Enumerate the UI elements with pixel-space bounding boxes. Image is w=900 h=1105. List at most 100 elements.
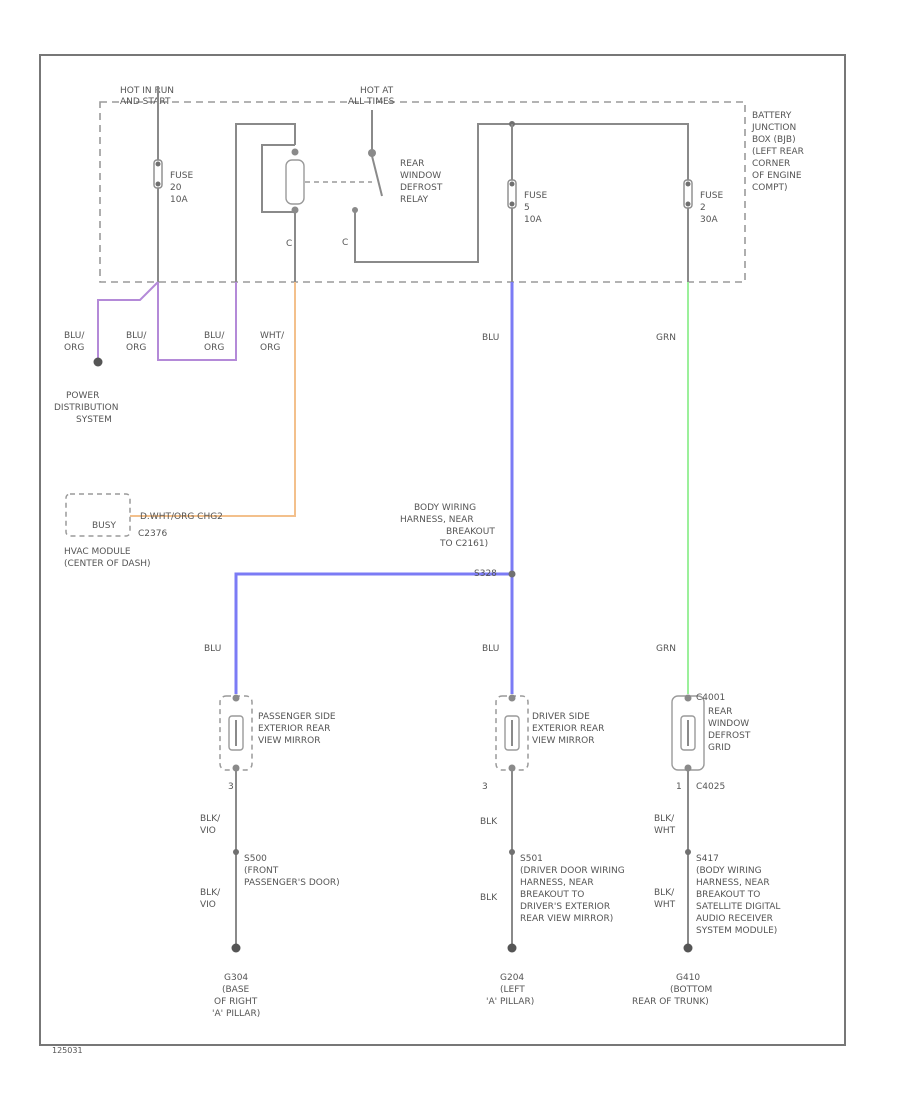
- passenger-mirror-component: [219, 694, 253, 772]
- svg-text:BLU/: BLU/: [204, 331, 225, 341]
- svg-text:WINDOW: WINDOW: [400, 171, 441, 181]
- hvac-connector-label: BUSY: [92, 521, 116, 531]
- svg-text:TO C2161): TO C2161): [439, 539, 488, 549]
- label-hot-run-2: AND START: [120, 97, 171, 107]
- splice-s328: [508, 570, 516, 578]
- svg-text:ORG: ORG: [64, 343, 84, 353]
- svg-text:DRIVER SIDE: DRIVER SIDE: [532, 712, 590, 722]
- relay-pin-c1: C: [286, 239, 292, 249]
- svg-text:AUDIO RECEIVER: AUDIO RECEIVER: [696, 914, 773, 924]
- svg-text:WHT: WHT: [654, 900, 676, 910]
- svg-text:S500: S500: [244, 854, 267, 864]
- svg-text:BOX (BJB): BOX (BJB): [752, 135, 796, 145]
- splice-s501-label: S501 (DRIVER DOOR WIRING HARNESS, NEAR B…: [520, 854, 625, 924]
- svg-text:G304: G304: [224, 973, 248, 983]
- ground-g204-terminal: [507, 943, 517, 953]
- wire-blu-org-power: [97, 281, 159, 358]
- fuse-20-label: FUSE 20 10A: [170, 171, 193, 205]
- splice-s501: [509, 849, 515, 855]
- svg-text:HVAC MODULE: HVAC MODULE: [64, 547, 131, 557]
- passenger-mirror-label: PASSENGER SIDE EXTERIOR REAR VIEW MIRROR: [258, 712, 336, 746]
- svg-text:(BOTTOM: (BOTTOM: [670, 985, 712, 995]
- driver-mirror-component: [495, 694, 529, 772]
- wire-relay-coil-feed: [235, 123, 296, 240]
- wire-label-blk-vio-1: BLK/ VIO: [200, 814, 221, 836]
- svg-text:BREAKOUT TO: BREAKOUT TO: [520, 890, 584, 900]
- svg-text:VIEW MIRROR: VIEW MIRROR: [258, 736, 321, 746]
- svg-text:CORNER: CORNER: [752, 159, 790, 169]
- relay-switch-blade: [371, 155, 383, 197]
- wire-label-grn-top: GRN: [656, 333, 676, 343]
- fuse-2-label: FUSE 2 30A: [700, 191, 723, 225]
- wire-relay-coil-loop: [261, 144, 295, 213]
- svg-text:BLK/: BLK/: [200, 814, 221, 824]
- relay-coil: [285, 159, 305, 205]
- grid-connector-label: C4025: [696, 782, 725, 792]
- svg-text:FUSE: FUSE: [700, 191, 723, 201]
- svg-text:(BODY WIRING: (BODY WIRING: [696, 866, 762, 876]
- fuse-5-label: FUSE 5 10A: [524, 191, 547, 225]
- svg-text:G410: G410: [676, 973, 700, 983]
- svg-text:POWER: POWER: [66, 391, 99, 401]
- svg-text:(CENTER OF DASH): (CENTER OF DASH): [64, 559, 151, 569]
- svg-text:S417: S417: [696, 854, 719, 864]
- svg-text:S328: S328: [474, 569, 497, 579]
- svg-text:SYSTEM: SYSTEM: [76, 415, 112, 425]
- svg-text:ORG: ORG: [260, 343, 280, 353]
- driver-mirror-label: DRIVER SIDE EXTERIOR REAR VIEW MIRROR: [532, 712, 604, 746]
- wire-label-blk-vio-2: BLK/ VIO: [200, 888, 221, 910]
- svg-text:DISTRIBUTION: DISTRIBUTION: [54, 403, 118, 413]
- relay-label: REAR WINDOW DEFROST RELAY: [400, 159, 443, 205]
- wire-label-blu-top: BLU: [482, 333, 499, 343]
- svg-text:BREAKOUT: BREAKOUT: [446, 527, 495, 537]
- svg-text:COMPT): COMPT): [752, 183, 788, 193]
- relay-switch-contact: [352, 207, 358, 213]
- svg-text:OF RIGHT: OF RIGHT: [214, 997, 258, 1007]
- ground-g410-terminal: [683, 943, 693, 953]
- relay-pin-c2: C: [342, 238, 348, 248]
- ground-g204-label: G204 (LEFT 'A' PILLAR): [486, 973, 534, 1007]
- svg-text:OF ENGINE: OF ENGINE: [752, 171, 802, 181]
- wire-label-blk-1: BLK: [480, 817, 498, 827]
- splice-s500-label: S500 (FRONT PASSENGER'S DOOR): [244, 854, 340, 888]
- rear-defrost-grid-label: C4001 REAR WINDOW DEFROST GRID: [696, 693, 751, 753]
- svg-text:REAR VIEW MIRROR): REAR VIEW MIRROR): [520, 914, 613, 924]
- svg-text:10A: 10A: [170, 195, 188, 205]
- fuse-20-dot-top: [155, 161, 161, 167]
- diagram-frame: [39, 54, 846, 1046]
- svg-text:BLK/: BLK/: [654, 814, 675, 824]
- relay-coil-term-top: [291, 148, 299, 156]
- svg-text:BLK/: BLK/: [654, 888, 675, 898]
- svg-text:ORG: ORG: [204, 343, 224, 353]
- svg-text:SYSTEM MODULE): SYSTEM MODULE): [696, 926, 777, 936]
- svg-text:DEFROST: DEFROST: [708, 731, 751, 741]
- svg-text:S501: S501: [520, 854, 543, 864]
- wire-label-blu-org-3: BLU/ ORG: [204, 331, 225, 353]
- wire-blu-org-loop: [157, 240, 237, 361]
- svg-text:DEFROST: DEFROST: [400, 183, 443, 193]
- pin-pass: 3: [228, 782, 234, 792]
- svg-text:HARNESS, NEAR: HARNESS, NEAR: [696, 878, 770, 888]
- hvac-wire-label: D.WHT/ORG CHG2: [140, 512, 223, 522]
- svg-text:(LEFT REAR: (LEFT REAR: [752, 147, 804, 157]
- hvac-pin-label: C2376: [138, 529, 167, 539]
- wire-relay-output: [354, 123, 689, 263]
- svg-text:VIO: VIO: [200, 900, 216, 910]
- svg-text:ORG: ORG: [126, 343, 146, 353]
- svg-text:DRIVER'S EXTERIOR: DRIVER'S EXTERIOR: [520, 902, 610, 912]
- svg-text:30A: 30A: [700, 215, 718, 225]
- svg-text:'A' PILLAR): 'A' PILLAR): [212, 1009, 260, 1019]
- relay-coil-term-bot: [291, 206, 299, 214]
- svg-text:BODY WIRING: BODY WIRING: [414, 503, 476, 513]
- label-hot-all-2: ALL TIMES: [348, 97, 395, 107]
- fuse-2-dot-top: [685, 181, 691, 187]
- wire-label-grn-right: GRN: [656, 644, 676, 654]
- splice-s500: [233, 849, 239, 855]
- svg-text:(FRONT: (FRONT: [244, 866, 279, 876]
- svg-text:WHT/: WHT/: [260, 331, 285, 341]
- svg-text:RELAY: RELAY: [400, 195, 429, 205]
- ground-g304-label: G304 (BASE OF RIGHT 'A' PILLAR): [212, 973, 260, 1019]
- svg-text:G204: G204: [500, 973, 524, 983]
- wire-label-blk-wht-1: BLK/ WHT: [654, 814, 676, 836]
